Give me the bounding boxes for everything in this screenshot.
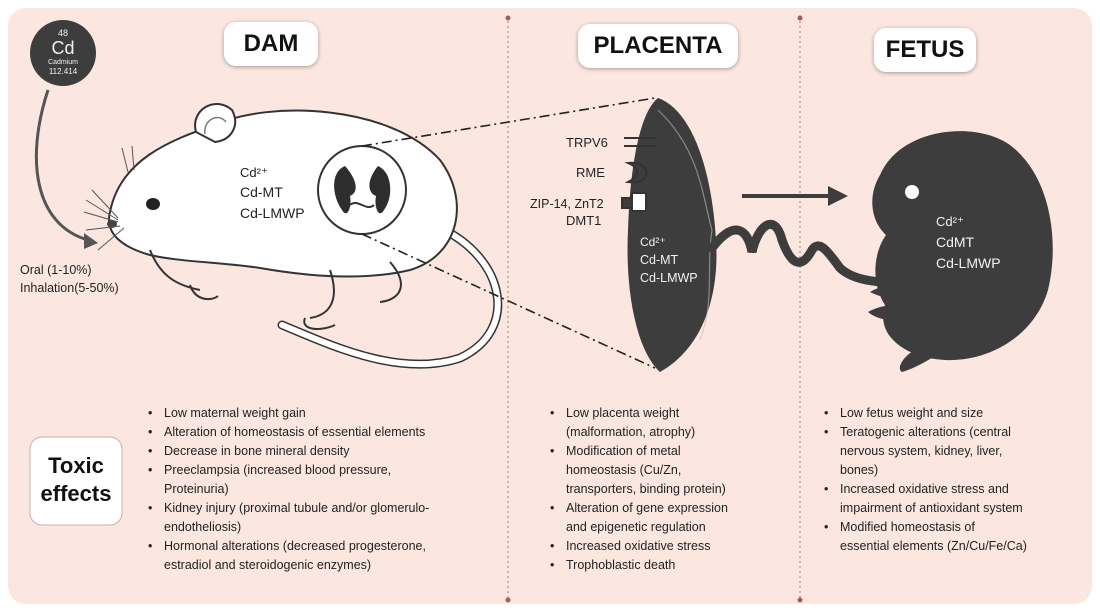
fetus-effect-line: Increased oxidative stress and [822, 480, 1082, 499]
placenta-effect-line: Low placenta weight [548, 404, 788, 423]
fetus-effect-line: nervous system, kidney, liver, [840, 444, 1003, 458]
cadmium-element-tile: 48 Cd Cadmium 112.414 [30, 20, 96, 86]
fetus-effect-line: Low fetus weight and size [822, 404, 1082, 423]
uterus-inset [317, 145, 407, 235]
fetus-form-cdmt: CdMT [936, 234, 975, 250]
transporter-zip14-znt2: ZIP-14, ZnT2 [530, 197, 604, 211]
projection-line-bottom [361, 233, 656, 369]
route-oral: Oral (1-10%) [20, 263, 92, 277]
placenta-shape [627, 98, 717, 372]
fetus-effect-line: impairment of antioxidant system [840, 501, 1023, 515]
mouse-eye [146, 198, 160, 210]
placenta-form-cd2: Cd²⁺ [640, 235, 666, 249]
projection-line-top [361, 97, 656, 147]
mouse-whiskers [83, 145, 135, 251]
dam-form-cdmt: Cd-MT [240, 184, 283, 200]
dam-effect-line: Low maternal weight gain [146, 404, 496, 423]
placenta-effects-list: Low placenta weight (malformation, atroph… [548, 404, 788, 575]
dam-effect-line: Preeclampsia (increased blood pressure, [146, 461, 496, 480]
fetus-effect-line: bones) [840, 463, 879, 477]
placenta-effect-line: Modification of metal [548, 442, 788, 461]
header-placenta: PLACENTA [578, 24, 738, 68]
element-mass: 112.414 [48, 67, 78, 76]
umbilical-cord [707, 220, 917, 290]
toxic-effects-box [29, 436, 123, 526]
header-fetus: FETUS [874, 28, 976, 72]
transporter-trpv6: TRPV6 [566, 135, 608, 150]
element-symbol: Cd [51, 38, 75, 58]
fetus-shape [868, 131, 1053, 372]
toxic-word: Toxic [48, 453, 104, 478]
dam-effect-line: Kidney injury (proximal tubule and/or gl… [146, 499, 496, 518]
fetus-form-cdlmwp: Cd-LMWP [936, 255, 1001, 271]
placenta-effect-line: Trophoblastic death [548, 556, 788, 575]
fetus-eye [905, 185, 919, 199]
mouse-dam [83, 103, 503, 369]
exposure-arrow [34, 89, 89, 242]
dam-effect-line: Proteinuria) [164, 482, 229, 496]
placenta-form-cdlmwp: Cd-LMWP [640, 271, 698, 285]
dam-effects-list: Low maternal weight gainAlteration of ho… [146, 404, 496, 575]
dam-form-cd2: Cd²⁺ [240, 165, 268, 180]
placenta-effect-line: and epigenetic regulation [566, 520, 706, 534]
fetus-effects-list: Low fetus weight and sizeTeratogenic alt… [822, 404, 1082, 556]
route-inhalation: Inhalation(5-50%) [20, 281, 119, 295]
element-name: Cadmium [48, 59, 78, 66]
fetus-form-cd2: Cd²⁺ [936, 214, 964, 229]
placenta-effect-line: transporters, binding protein) [566, 482, 726, 496]
header-dam: DAM [224, 22, 318, 66]
placenta-form-cdmt: Cd-MT [640, 253, 679, 267]
dam-form-cdlmwp: Cd-LMWP [240, 205, 305, 221]
placenta-effect-line: Increased oxidative stress [548, 537, 788, 556]
placenta-effect-line: homeostasis (Cu/Zn, [566, 463, 682, 477]
fetus-effect-line: Modified homeostasis of [822, 518, 1082, 537]
placenta-effect-line: Alteration of gene expression [548, 499, 788, 518]
dam-effect-line: endotheliosis) [164, 520, 242, 534]
placenta-effect-line: (malformation, atrophy) [566, 425, 696, 439]
transporter-icons [621, 137, 656, 212]
transporter-rme: RME [576, 165, 605, 180]
dam-effect-line: estradiol and steroidogenic enzymes) [164, 558, 372, 572]
dam-effect-line: Alteration of homeostasis of essential e… [146, 423, 496, 442]
transporter-dmt1: DMT1 [566, 213, 602, 228]
fetus-effect-line: essential elements (Zn/Cu/Fe/Ca) [840, 539, 1027, 553]
effects-word: effects [40, 481, 112, 506]
dam-effect-line: Decrease in bone mineral density [146, 442, 496, 461]
dam-effect-line: Hormonal alterations (decreased progeste… [146, 537, 496, 556]
toxic-effects-label: Toxic effects [30, 452, 122, 508]
fetus-effect-line: Teratogenic alterations (central [822, 423, 1082, 442]
element-number: 48 [57, 28, 68, 38]
